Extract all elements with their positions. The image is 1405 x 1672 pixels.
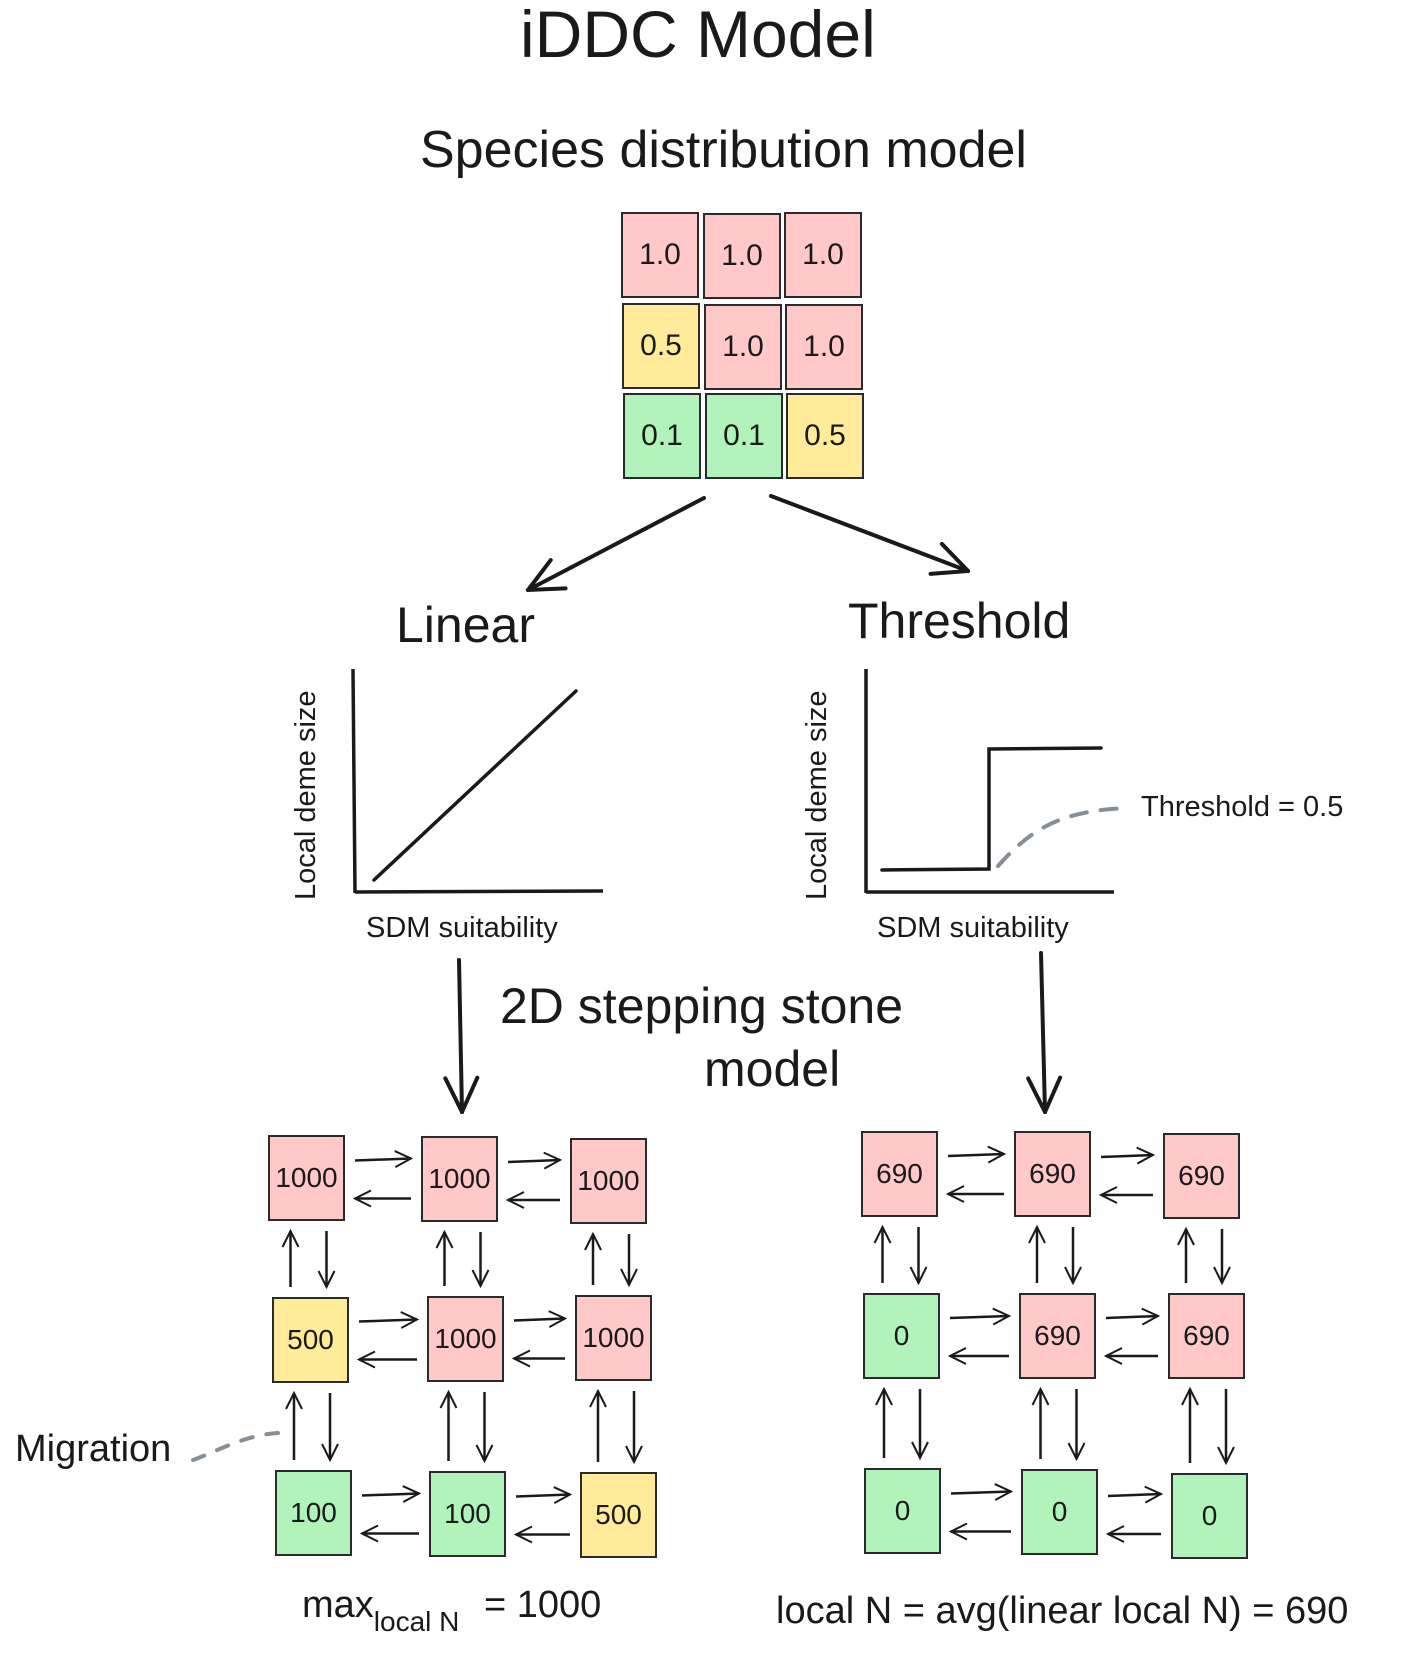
sdm-cell: 1.0: [784, 212, 862, 298]
linear-deme-cell: 1000: [570, 1138, 647, 1224]
linear-formula-main: max: [302, 1584, 374, 1626]
linear-migration-arrow-right: [515, 1495, 570, 1497]
threshold-deme-cell: 0: [864, 1468, 941, 1554]
arrow-sdm-to-linear: [528, 496, 706, 590]
threshold-migration-arrow-right: [1105, 1316, 1158, 1318]
threshold-formula: local N = avg(linear local N) = 690: [776, 1590, 1349, 1632]
linear-response-line: [372, 689, 578, 882]
threshold-deme-cell: 0: [863, 1293, 940, 1379]
migration-leader: [191, 1431, 280, 1462]
linear-deme-cell: 1000: [427, 1296, 504, 1382]
linear-deme-cell: 1000: [268, 1135, 345, 1221]
arrow-linear-to-grid: [459, 958, 462, 1112]
linear-deme-cell: 100: [429, 1471, 506, 1557]
linear-migration-arrow-right: [507, 1160, 560, 1162]
linear-deme-cell: 500: [580, 1472, 657, 1558]
linear-formula: maxlocal N = 1000: [302, 1584, 602, 1637]
sdm-heading: Species distribution model: [420, 121, 1027, 179]
linear-migration-arrow-right: [354, 1159, 411, 1161]
linear-deme-cell: 1000: [575, 1295, 652, 1381]
threshold-annotation-leader: [996, 806, 1132, 868]
linear-migration-arrow-right: [358, 1320, 417, 1322]
stepping-stone-heading-line1: 2D stepping stone: [500, 978, 904, 1034]
migration-label: Migration: [15, 1428, 172, 1470]
linear-deme-cell: 100: [275, 1470, 352, 1556]
sdm-cell: 0.1: [705, 393, 783, 479]
sdm-cell: 1.0: [785, 304, 863, 390]
threshold-annotation: Threshold = 0.5: [1141, 791, 1344, 823]
threshold-deme-cell: 690: [861, 1131, 938, 1217]
threshold-deme-cell: 0: [1171, 1473, 1248, 1559]
stepping-stone-heading-line2: model: [704, 1041, 841, 1097]
linear-migration-arrow-right: [361, 1494, 419, 1496]
linear-migration-arrow-right: [513, 1319, 565, 1321]
linear-x-axis-label: SDM suitability: [366, 912, 558, 944]
sdm-cell: 1.0: [621, 212, 699, 298]
sdm-cell: 1.0: [704, 304, 782, 390]
diagram-title: iDDC Model: [520, 0, 876, 71]
arrow-sdm-to-threshold: [769, 494, 968, 571]
threshold-migration-arrow-right: [950, 1492, 1011, 1494]
threshold-deme-cell: 0: [1021, 1469, 1098, 1555]
linear-formula-rest: = 1000: [483, 1584, 602, 1626]
threshold-x-axis-label: SDM suitability: [877, 912, 1069, 944]
threshold-migration-arrow-right: [1107, 1494, 1161, 1496]
sdm-cell: 0.1: [623, 393, 701, 479]
threshold-response-line: [880, 746, 1103, 872]
migration-arrows: [291, 1154, 1227, 1535]
linear-x-axis: [354, 889, 604, 894]
threshold-heading: Threshold: [848, 593, 1071, 649]
sdm-cell: 0.5: [622, 303, 700, 389]
linear-deme-cell: 1000: [421, 1136, 498, 1222]
sdm-cell: 0.5: [786, 393, 864, 479]
threshold-deme-cell: 690: [1163, 1133, 1240, 1219]
arrow-threshold-to-grid: [1041, 951, 1045, 1112]
linear-heading: Linear: [396, 597, 535, 653]
linear-formula-subscript: local N: [373, 1606, 460, 1637]
linear-deme-cell: 500: [272, 1297, 349, 1383]
threshold-deme-cell: 690: [1168, 1293, 1245, 1379]
threshold-migration-arrow-right: [947, 1154, 1004, 1156]
threshold-migration-arrow-right: [949, 1316, 1009, 1318]
sdm-cell: 1.0: [703, 213, 781, 299]
threshold-deme-cell: 690: [1014, 1131, 1091, 1217]
linear-y-axis: [351, 668, 357, 894]
threshold-deme-cell: 690: [1019, 1293, 1096, 1379]
threshold-migration-arrow-right: [1100, 1155, 1153, 1157]
